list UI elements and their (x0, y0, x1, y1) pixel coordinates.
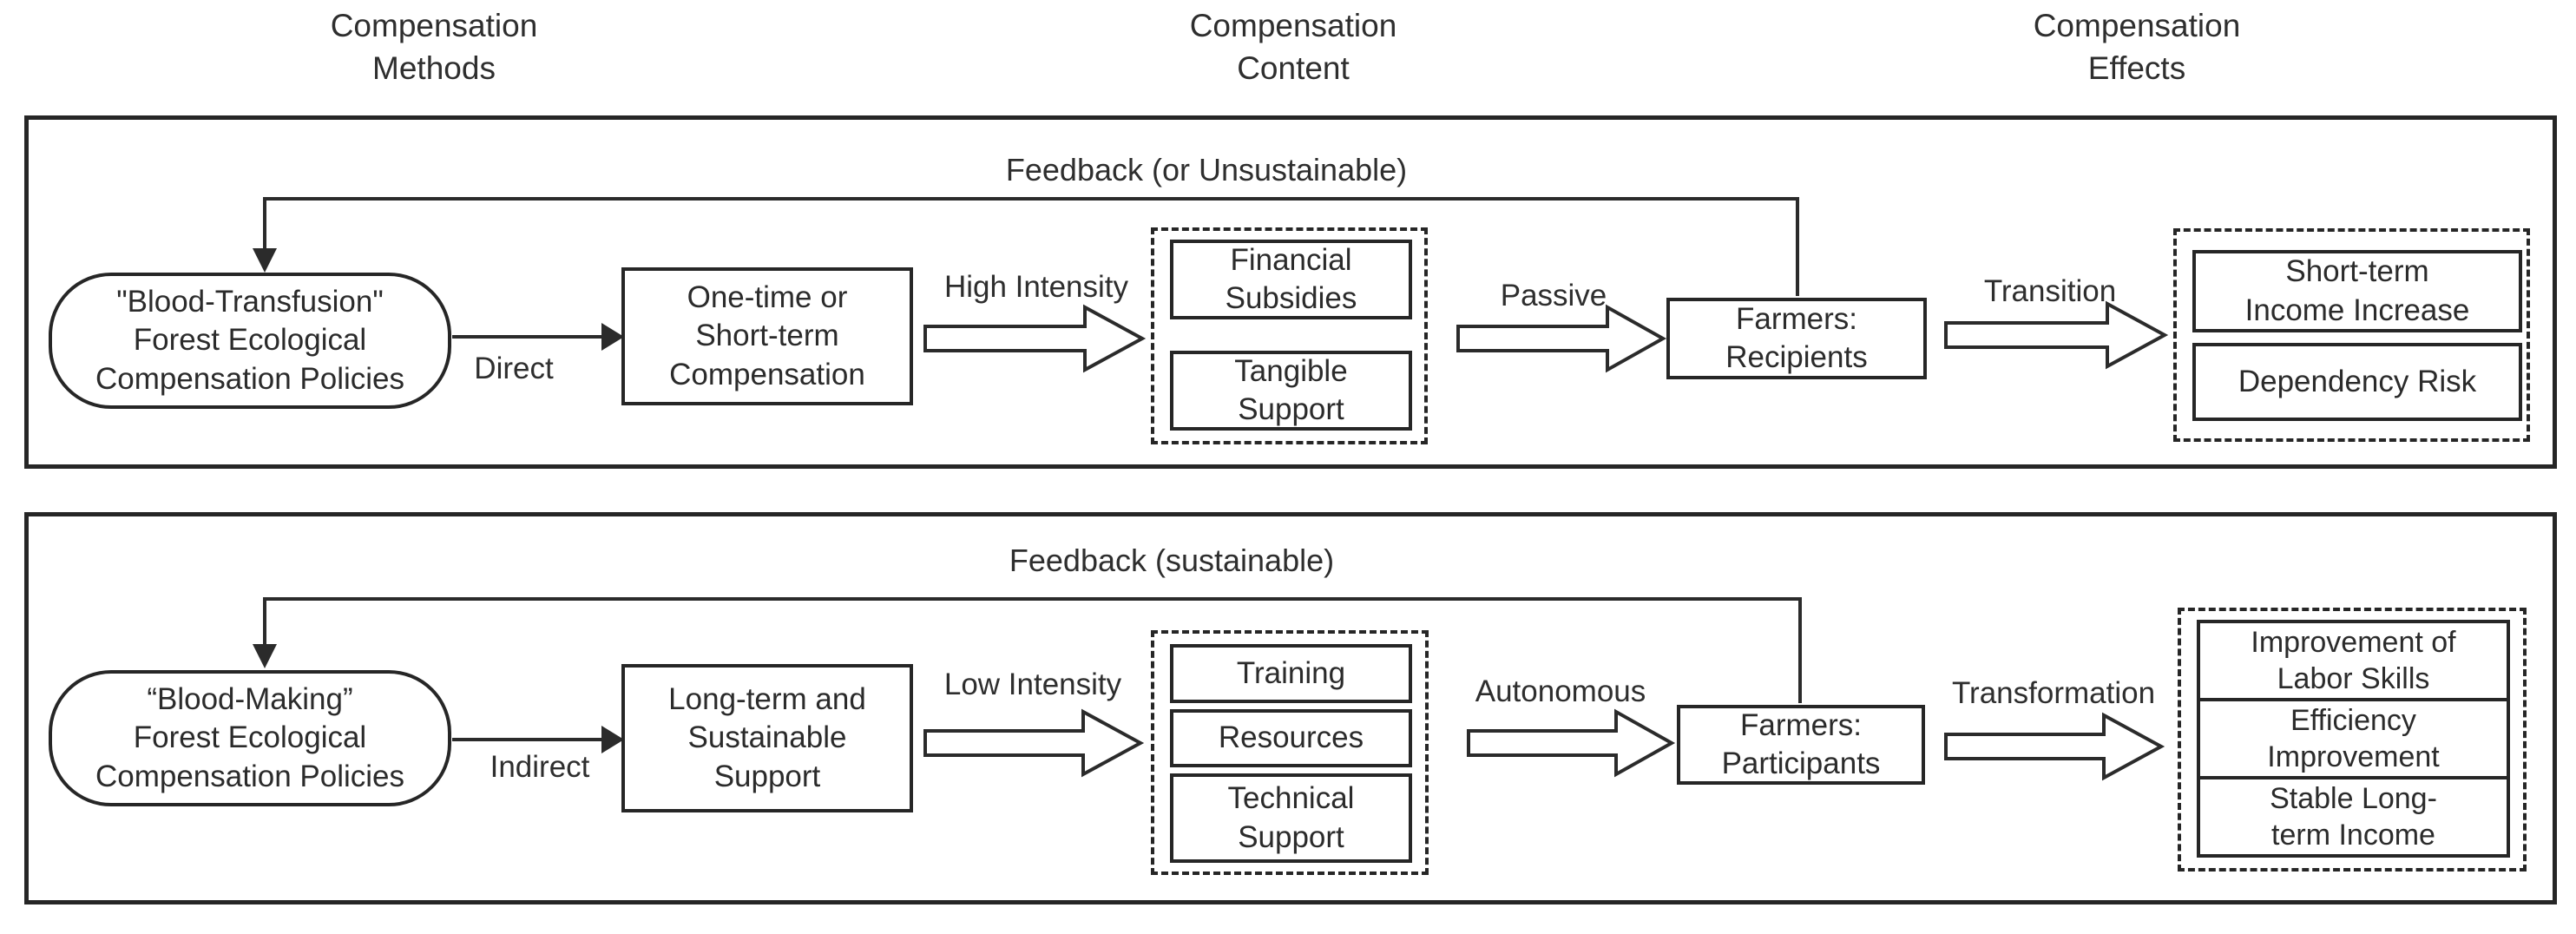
feedback-title-sustainable: Feedback (sustainable) (1009, 543, 1335, 578)
policy-box-blood-making: “Blood-Making” Forest Ecological Compens… (49, 670, 451, 806)
direct-label: Direct (474, 352, 554, 385)
high-intensity-block-arrow (923, 304, 1147, 373)
feedback-arrowhead-top (253, 248, 277, 273)
financial-subsidies-box: Financial Subsidies (1170, 240, 1412, 319)
policy-box-blood-transfusion: "Blood-Transfusion" Forest Ecological Co… (49, 273, 451, 409)
effects-stack-bottom: Improvement of Labor Skills Efficiency I… (2197, 620, 2510, 858)
column-header-methods: Compensation Methods (330, 8, 538, 86)
indirect-label: Indirect (490, 750, 590, 784)
autonomous-label: Autonomous (1475, 674, 1646, 708)
autonomous-block-arrow (1467, 708, 1676, 778)
dependency-risk-box: Dependency Risk (2192, 343, 2522, 421)
effects-group-bottom (2178, 608, 2527, 872)
column-header-effects: Compensation Effects (2033, 8, 2241, 86)
content-group-bottom (1151, 630, 1429, 875)
indirect-arrowhead (601, 726, 624, 753)
tangible-support-box: Tangible Support (1170, 351, 1412, 431)
farmers-participants-box: Farmers: Participants (1677, 705, 1925, 785)
direct-arrowhead (601, 323, 624, 351)
transition-block-arrow (1944, 300, 2169, 370)
labor-skills-box: Improvement of Labor Skills (2251, 625, 2456, 696)
passive-label: Passive (1500, 279, 1607, 312)
one-time-compensation-box: One-time or Short-term Compensation (621, 267, 913, 405)
long-term-support-box: Long-term and Sustainable Support (621, 664, 913, 812)
feedback-line-sustainable (263, 597, 1802, 703)
farmers-recipients-box: Farmers: Recipients (1666, 298, 1927, 379)
low-intensity-block-arrow (923, 708, 1145, 778)
content-group-top (1151, 227, 1428, 444)
transition-label: Transition (1983, 274, 2117, 308)
short-term-income-box: Short-term Income Increase (2192, 250, 2522, 332)
feedback-line-unsustainable (263, 197, 1799, 296)
feedback-arrowhead-bottom (253, 644, 277, 668)
effects-group-top (2173, 228, 2530, 442)
panel-blood-transfusion (24, 115, 2557, 469)
stable-income-box: Stable Long- term Income (2200, 776, 2507, 854)
column-header-content: Compensation Content (1189, 8, 1397, 86)
panel-blood-making (24, 512, 2557, 904)
technical-support-box: Technical Support (1170, 773, 1412, 863)
low-intensity-label: Low Intensity (943, 668, 1122, 701)
transformation-block-arrow (1944, 712, 2165, 781)
resources-box: Resources (1170, 709, 1412, 767)
passive-block-arrow (1456, 304, 1667, 373)
transformation-label: Transformation (1951, 676, 2156, 710)
training-box: Training (1170, 644, 1412, 703)
efficiency-improvement-box: Efficiency Improvement (2200, 698, 2507, 776)
high-intensity-label: High Intensity (943, 270, 1129, 304)
feedback-title-unsustainable: Feedback (or Unsustainable) (1005, 152, 1408, 187)
